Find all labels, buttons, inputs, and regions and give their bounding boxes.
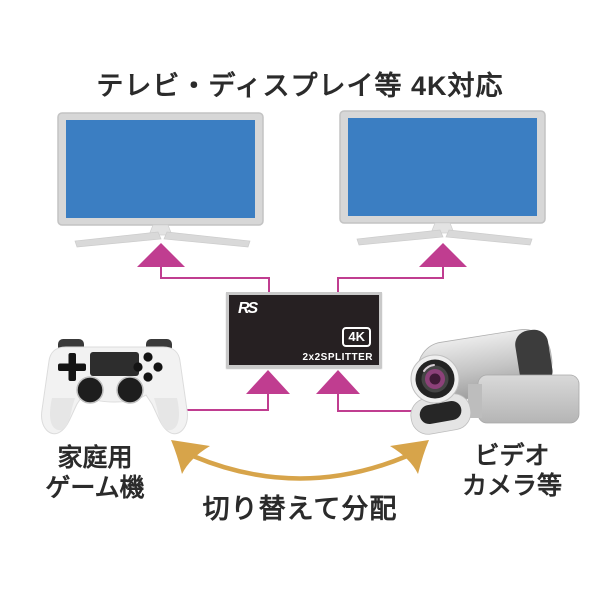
video-camera-icon [410, 329, 580, 435]
label-video-camera: ビデオ カメラ等 [437, 441, 587, 501]
tv-screen [348, 118, 537, 216]
tv-stand-leg [445, 229, 533, 246]
brand-logo: RS [238, 300, 258, 317]
camera-hinge [468, 384, 482, 418]
arrow-splitter-to-tv-right [337, 243, 467, 296]
camera-mic [419, 401, 462, 425]
page-title: テレビ・ディスプレイ等 4K対応 [96, 71, 504, 101]
splitter-model-label: 2x2SPLITTER [302, 352, 373, 363]
hdmi-splitter-box: RS 4K 2x2SPLITTER [226, 292, 382, 368]
4k-badge: 4K [342, 327, 371, 347]
label-line: ビデオ [474, 442, 550, 470]
controller-touchpad [90, 352, 139, 376]
label-switch-action: 切り替えて分配 [202, 494, 398, 524]
label-game-console: 家庭用 ゲーム機 [15, 443, 175, 503]
controller-buttons [133, 352, 163, 382]
arrow-splitter-to-tv-left [137, 243, 270, 296]
game-controller-icon [41, 339, 188, 435]
arrow-camera-to-splitter [316, 370, 416, 412]
up-arrow-icon [246, 370, 290, 394]
controller-stick [76, 376, 104, 404]
up-arrow-icon [316, 370, 360, 394]
arrow-console-to-splitter [180, 370, 290, 411]
tv-stand-leg [163, 231, 251, 248]
up-arrow-icon [137, 243, 185, 267]
tv-left-icon [57, 112, 264, 248]
up-arrow-icon [419, 243, 467, 267]
controller-stick [116, 376, 144, 404]
tv-right-icon [339, 110, 546, 246]
tv-stand-leg [356, 229, 444, 246]
camera-body [477, 374, 580, 424]
label-line: 家庭用 [57, 444, 133, 472]
tv-screen [66, 120, 255, 218]
switch-arrow-icon [171, 440, 429, 481]
camera-back-cap [515, 329, 553, 387]
label-line: カメラ等 [461, 472, 562, 500]
tv-stand-leg [74, 231, 162, 248]
label-line: ゲーム機 [45, 474, 145, 502]
controller-dpad [58, 353, 86, 381]
